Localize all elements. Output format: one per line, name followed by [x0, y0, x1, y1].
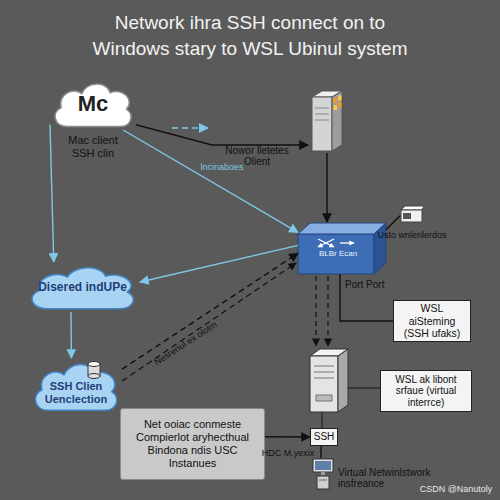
pc-tower — [317, 476, 329, 489]
connector — [320, 446, 322, 458]
cloud-node: McMac client SSH clin — [50, 78, 136, 130]
edge-label: lncinaboes — [200, 163, 243, 173]
router-node: BLBr EcanPort Port — [298, 222, 386, 274]
server-light — [334, 98, 338, 103]
node-subtext: Port Port — [345, 279, 395, 291]
connector — [122, 253, 298, 369]
router-top — [298, 223, 386, 234]
node-text: Usto wnlenlerdos — [372, 230, 452, 241]
box-node: WSL ak libont srfaue (virtual interrce) — [380, 370, 472, 412]
node-text: Mc — [78, 91, 109, 117]
server-light — [338, 103, 342, 108]
server-drive — [316, 395, 332, 401]
cloud-outline — [35, 365, 116, 411]
dashed-link — [122, 263, 296, 381]
connector — [136, 125, 308, 145]
server-light — [334, 105, 338, 110]
watermark: CSDN @Nanutoly — [420, 485, 493, 495]
node-text: SSH — [314, 431, 335, 443]
box-node: WSL aiSteming (SSH ufaks) — [393, 300, 471, 342]
pc-screen — [315, 461, 331, 470]
cloud-node: SSH Clien Uenclection — [30, 358, 122, 414]
server-slot — [315, 114, 329, 115]
server-side — [332, 91, 342, 151]
device-shape — [400, 205, 424, 223]
cloud-node: Disered indUPe — [25, 262, 140, 312]
cylinder-top — [88, 362, 100, 367]
node-text: Net ooiac conmeste Compierlot aryhecthua… — [126, 418, 260, 471]
server-slot — [314, 366, 334, 367]
device-top — [401, 206, 424, 210]
router-arrow — [318, 239, 334, 247]
router-front — [298, 234, 374, 274]
server-slot — [315, 120, 329, 121]
connector — [386, 216, 400, 230]
node-text: SSH Clien Uenclection — [44, 366, 108, 406]
connector — [326, 153, 327, 222]
cloud-outline — [32, 268, 134, 309]
box-node: SSH — [310, 428, 338, 446]
dashed-arrow — [172, 127, 208, 129]
server-slot — [314, 372, 334, 373]
pc-shape — [312, 458, 334, 490]
device-body — [401, 210, 422, 222]
wsl-server-icon — [310, 349, 348, 412]
server-shape — [308, 88, 346, 153]
node-text: WSL aiSteming (SSH ufaks) — [397, 302, 467, 340]
connector — [265, 436, 310, 438]
box-node: Net ooiac conmeste Compierlot aryhecthua… — [120, 408, 265, 480]
server-slot — [314, 378, 334, 379]
pc-node: Virtual Netwinlstwork insfreance — [312, 458, 334, 490]
server-front — [310, 356, 338, 412]
pc-slot — [319, 480, 327, 481]
connector — [70, 312, 72, 358]
server-side — [338, 349, 348, 412]
node-text: Disered indUPe — [38, 280, 127, 294]
edge-label: Nesrenul ex olotm — [153, 320, 219, 368]
server-slot — [315, 108, 329, 109]
connector — [140, 245, 298, 282]
device-node: Usto wnlenlerdos — [400, 205, 424, 223]
leader-line — [348, 387, 380, 388]
server-node: Nowor lletetes Olient — [308, 88, 346, 153]
node-text: WSL ak libont srfaue (virtual interrce) — [383, 374, 469, 409]
diagram-title: Network ihra SSH connect on to Windows s… — [77, 10, 423, 61]
router-shape — [298, 222, 386, 274]
cloud-outline — [55, 84, 131, 127]
server-light — [338, 96, 342, 101]
pc-stand — [321, 472, 325, 475]
edge-label: HDC M.yexix — [262, 449, 315, 459]
pc-monitor — [313, 459, 333, 472]
device-panel — [403, 213, 411, 219]
dashed-arrow — [327, 276, 328, 346]
connector — [50, 125, 54, 262]
leader-line — [321, 412, 322, 428]
node-text: BLBr Ecan — [312, 250, 364, 259]
router-arrow — [340, 242, 354, 243]
node-subtext: Mac client SSH clin — [56, 134, 130, 160]
dashed-arrow — [315, 276, 316, 346]
server-front — [312, 97, 332, 151]
router-arrow — [318, 239, 334, 247]
